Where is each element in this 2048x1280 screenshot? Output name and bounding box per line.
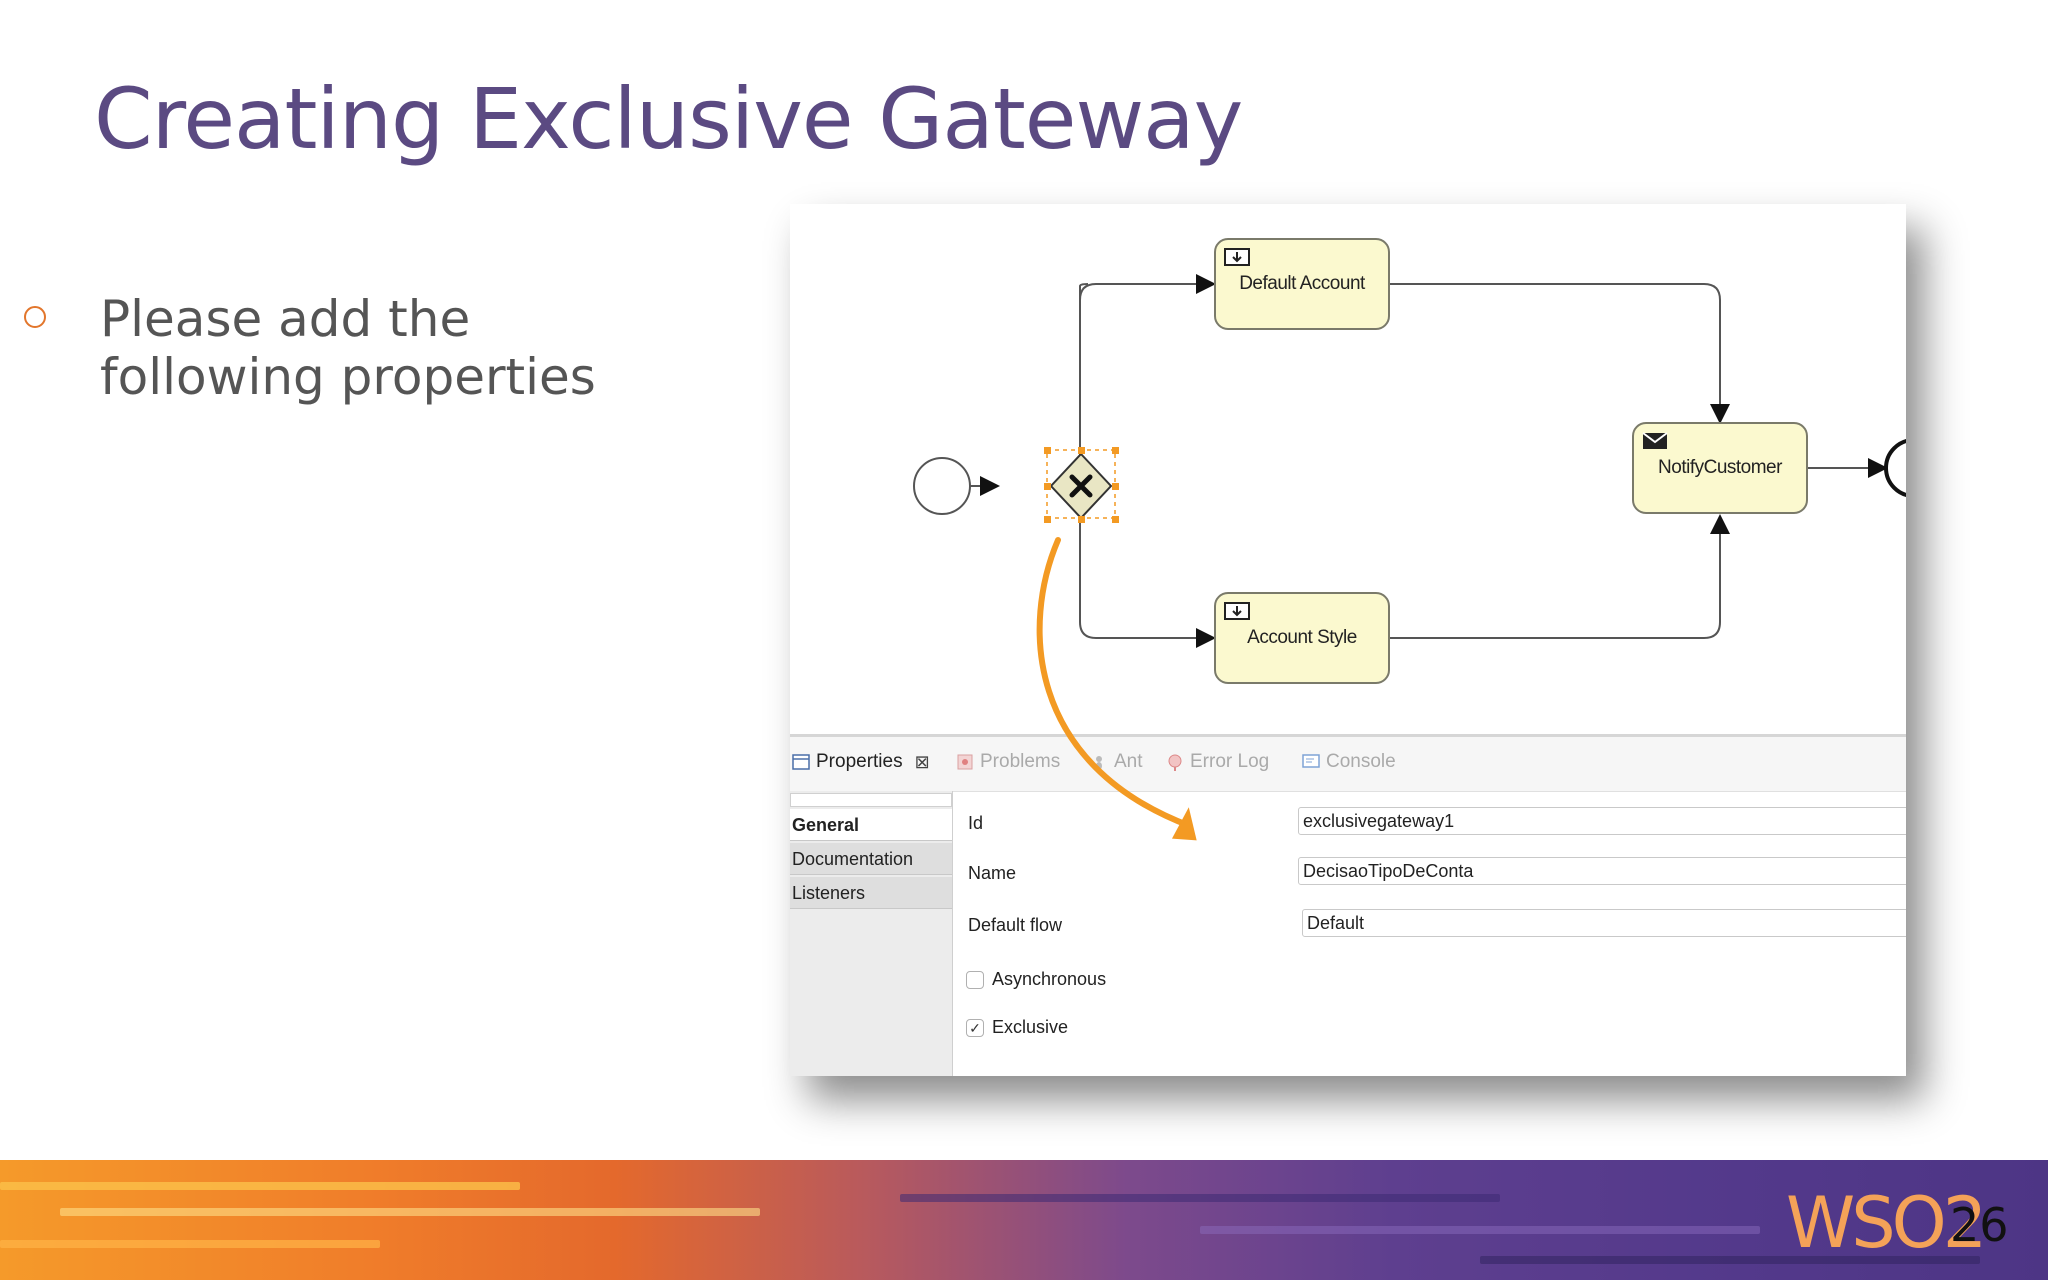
asynchronous-row: Asynchronous — [966, 969, 1106, 990]
exclusive-gateway-icon — [1044, 447, 1119, 523]
sidebar-top-spacer — [790, 793, 952, 807]
bullet-line-1: Please add the — [100, 290, 471, 348]
ant-icon — [1096, 756, 1102, 770]
footer-streak — [1200, 1226, 1760, 1234]
flow-gateway-to-account-style — [1079, 514, 1216, 648]
bullet-text: Please add the following properties — [100, 290, 660, 406]
flow-default-account-to-notify — [1390, 283, 1730, 424]
diagram-connections — [913, 274, 1906, 648]
properties-view: Properties ⊠ Problems Ant Error Log Cons… — [790, 734, 1906, 1076]
user-task-icon — [1224, 602, 1250, 620]
tab-error-log-label: Error Log — [1190, 751, 1270, 772]
error-log-icon — [1168, 754, 1182, 771]
default-flow-label: Default flow — [968, 915, 1063, 935]
id-field[interactable]: exclusivegateway1 — [1298, 807, 1906, 835]
tab-ant-label: Ant — [1114, 751, 1143, 772]
default-flow-select[interactable]: Default — [1302, 909, 1906, 937]
task-account-style[interactable]: Account Style — [1214, 592, 1390, 684]
asynchronous-label: Asynchronous — [992, 969, 1107, 989]
bpmn-diagram-canvas[interactable]: Default Account NotifyCustomer Account S… — [790, 204, 1906, 734]
footer-bar — [0, 1160, 2048, 1280]
id-label: Id — [968, 813, 984, 833]
task-notify-customer[interactable]: NotifyCustomer — [1632, 422, 1808, 514]
close-tab-icon[interactable]: ⊠ — [914, 751, 930, 772]
view-tab-bar: Properties ⊠ Problems Ant Error Log Cons… — [790, 737, 1906, 792]
task-default-account[interactable]: Default Account — [1214, 238, 1390, 330]
bullet-line-2: following properties — [100, 348, 596, 406]
page-number: 26 — [1950, 1198, 2009, 1252]
sidebar-item-listeners[interactable]: Listeners — [790, 877, 952, 909]
flow-gateway-to-default-account — [1079, 274, 1216, 458]
tab-error-log[interactable]: Error Log — [1166, 751, 1269, 773]
tab-console-label: Console — [1326, 751, 1396, 772]
asynchronous-checkbox[interactable] — [966, 970, 984, 989]
wso2-logo: WSO2 — [1786, 1182, 1987, 1264]
start-event-icon — [913, 457, 971, 515]
task-label: Account Style — [1247, 627, 1357, 648]
footer-streak — [0, 1240, 380, 1248]
mail-task-icon — [1642, 432, 1668, 449]
sidebar-item-documentation[interactable]: Documentation — [790, 843, 952, 875]
flow-account-style-to-notify — [1390, 514, 1730, 639]
user-task-icon — [1224, 248, 1250, 266]
sidebar-item-general[interactable]: General — [790, 809, 952, 841]
name-field[interactable]: DecisaoTipoDeConta — [1298, 857, 1906, 885]
task-label: NotifyCustomer — [1658, 457, 1782, 478]
problems-icon — [957, 754, 973, 770]
name-label: Name — [968, 863, 1017, 883]
console-icon — [1302, 754, 1320, 768]
footer-streak — [0, 1182, 520, 1190]
exclusive-label: Exclusive — [992, 1017, 1069, 1037]
footer-streak — [60, 1208, 760, 1216]
tab-problems[interactable]: Problems — [956, 751, 1060, 773]
bullet-marker-icon — [24, 306, 46, 328]
exclusive-row: ✓ Exclusive — [966, 1017, 1068, 1038]
tab-properties[interactable]: Properties ⊠ — [792, 751, 930, 773]
tab-problems-label: Problems — [980, 751, 1061, 772]
tab-console[interactable]: Console — [1302, 751, 1396, 773]
end-event-icon — [1884, 439, 1906, 497]
footer-streak — [900, 1194, 1500, 1202]
exclusive-checkbox[interactable]: ✓ — [966, 1018, 984, 1037]
properties-icon — [792, 754, 810, 770]
task-label: Default Account — [1239, 273, 1365, 294]
tab-properties-label: Properties — [816, 751, 903, 772]
eclipse-screenshot: Default Account NotifyCustomer Account S… — [790, 204, 1906, 1076]
footer-streak — [1480, 1256, 1980, 1264]
tab-ant[interactable]: Ant — [1090, 751, 1143, 773]
slide-title: Creating Exclusive Gateway — [94, 70, 1243, 168]
